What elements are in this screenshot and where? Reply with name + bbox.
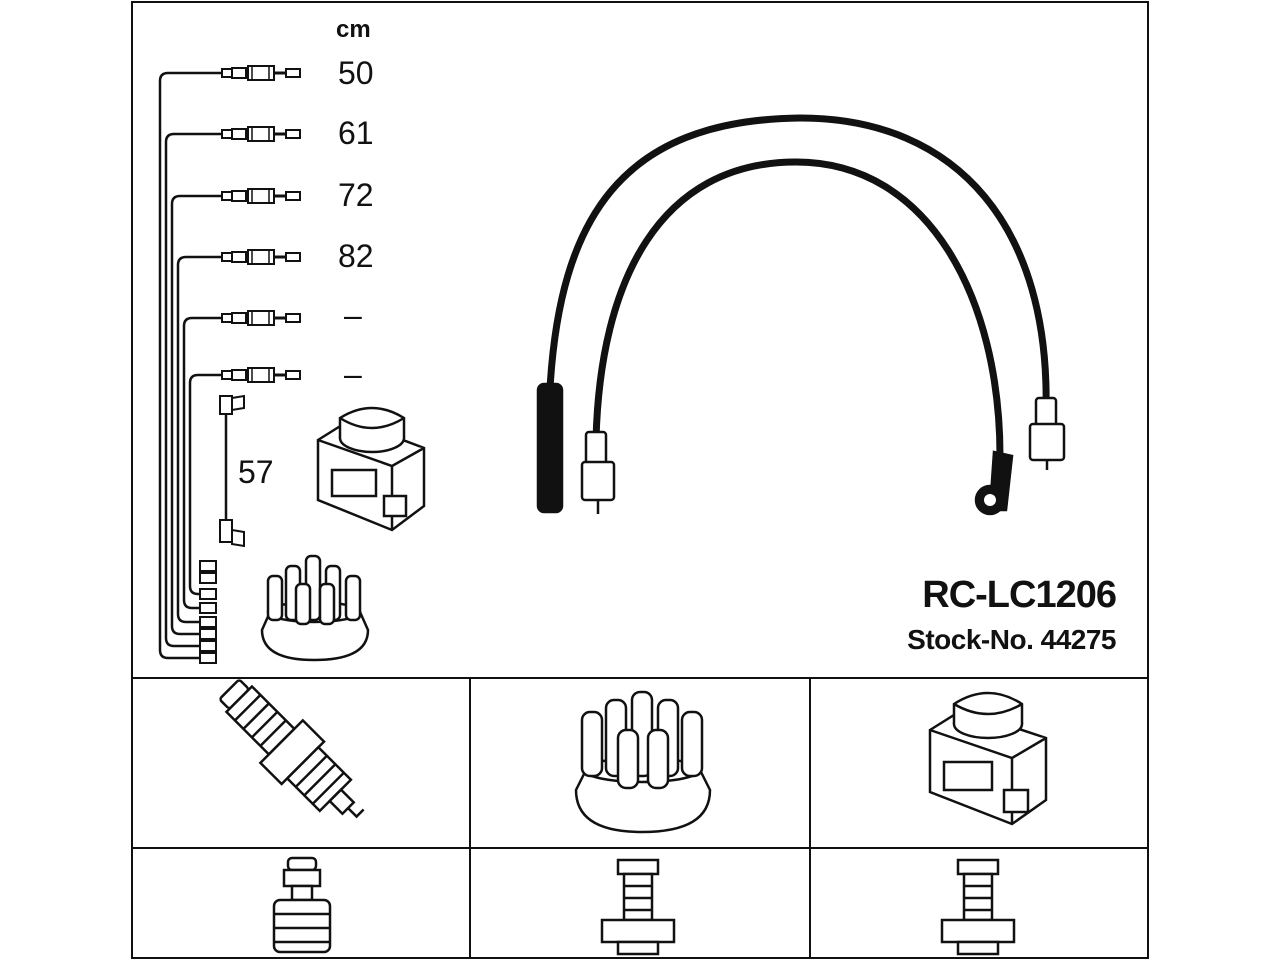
cable-length-2: 61: [338, 115, 374, 151]
unit-label: cm: [336, 16, 371, 43]
spark-plug-icon: [219, 679, 365, 819]
distributor-cap-small-icon: [260, 554, 370, 662]
coil-terminal-icon: [940, 858, 1016, 956]
distributor-cap-icon: [574, 690, 712, 834]
part-number: RC-LC1206: [922, 574, 1117, 616]
cable-length-3: 72: [338, 177, 374, 213]
coil-lead-length: 57: [238, 454, 274, 490]
frame: [131, 1, 1149, 959]
lead-boots: [536, 382, 1066, 516]
stock-number: Stock-No. 44275: [907, 624, 1116, 655]
lead-set-drawing: [158, 71, 228, 660]
cable-length-6: –: [344, 356, 362, 392]
ignition-coil-icon: [928, 691, 1048, 826]
spark-plug-leads: [546, 114, 1050, 457]
cable-length-1: 50: [338, 55, 374, 91]
cap-terminal-icon: [600, 858, 676, 956]
ignition-coil-small-icon: [316, 406, 426, 532]
coil-lead: [219, 394, 245, 548]
cable-length-5: –: [344, 297, 362, 333]
plug-connector-icon: [272, 856, 332, 954]
cable-length-4: 82: [338, 238, 374, 274]
